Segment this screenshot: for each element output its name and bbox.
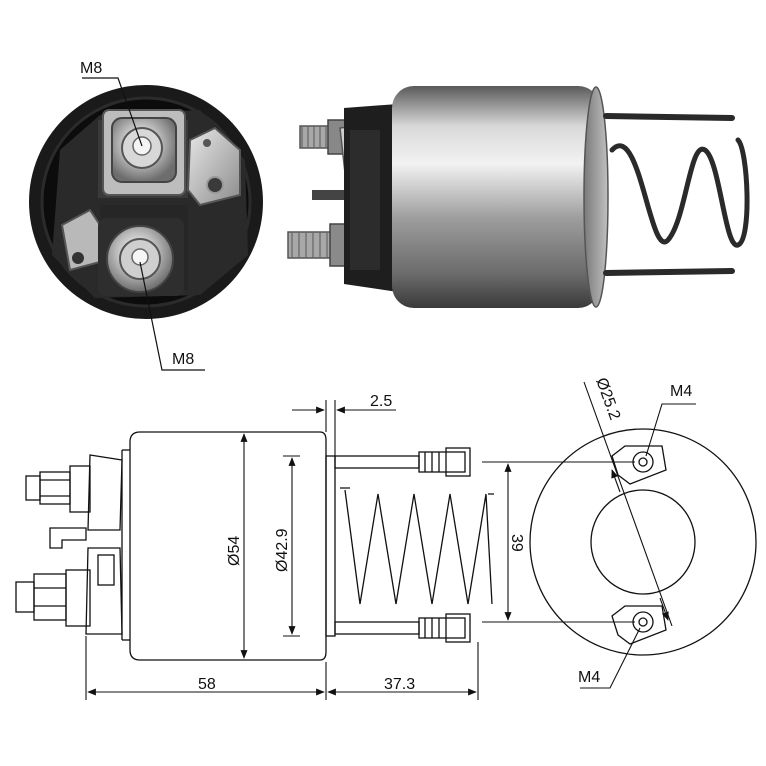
side-view-photo (287, 86, 750, 308)
end-view-drawing (529, 428, 757, 656)
thread-label-upper-drawing: M4 (670, 383, 692, 400)
upper-terminal (102, 109, 186, 196)
side-view-drawing (15, 431, 494, 661)
dim-body-length: 58 (198, 676, 216, 693)
dim-bolt-spacing: 39 (508, 534, 525, 552)
dim-spring-length: 37.3 (384, 676, 415, 693)
dim-inner-diameter: Ø42.9 (274, 528, 291, 572)
dim-bolt-circle-diameter: Ø25.2 (592, 376, 623, 423)
spade-terminal (186, 126, 241, 207)
terminal-end-photo (29, 77, 263, 371)
thread-label-upper-photo: M8 (80, 60, 102, 77)
thread-label-lower-photo: M8 (172, 351, 194, 368)
lower-terminal (60, 208, 184, 296)
thread-label-lower-drawing: M4 (578, 669, 600, 686)
dim-body-diameter: Ø54 (226, 536, 243, 566)
dimension-lines (85, 381, 696, 700)
dim-flange-thickness: 2.5 (370, 393, 392, 410)
